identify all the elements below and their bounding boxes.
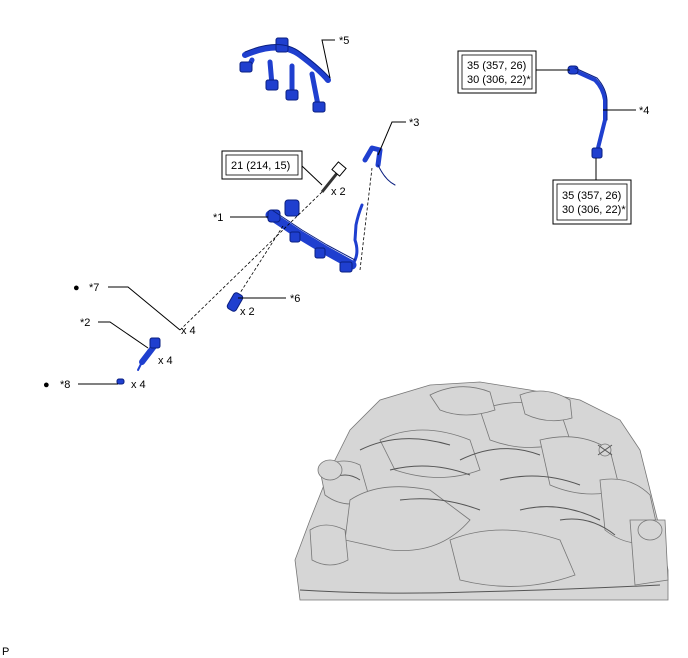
qty-injector: x 4: [158, 355, 173, 367]
callout-4: *4: [639, 105, 649, 117]
qty-insulator: x 2: [240, 306, 255, 318]
callout-3: *3: [409, 117, 419, 129]
qty-injector-ring: x 4: [181, 325, 196, 337]
callout-8: *8: [60, 379, 70, 391]
bullet-8: ●: [43, 379, 50, 391]
bullet-marks: ● ●: [43, 282, 80, 391]
quantity-labels: x 2 x 2 x 4 x 4 x 4: [131, 186, 346, 391]
wire-harness-part: [239, 37, 331, 113]
torque-box-pipe-bottom: 35 (357, 26) 30 (306, 22)*: [552, 179, 632, 225]
bullet-7: ●: [73, 282, 80, 294]
callout-5: *5: [339, 35, 349, 47]
fuel-pipe-part: [567, 65, 608, 159]
callout-labels: *5 *3 *4 *1 *6 *7 *2 *8: [60, 35, 649, 391]
insulator-part: [226, 292, 244, 312]
engine-illustration: [294, 381, 669, 601]
torque-value-bolt: 21 (214, 15): [231, 160, 290, 172]
torque-value-pipe-bottom-2: 30 (306, 22)*: [562, 204, 626, 216]
qty-o-ring: x 4: [131, 379, 146, 391]
leader-lines: [78, 39, 636, 385]
o-ring-part: [116, 378, 125, 385]
fuel-pipe-clamp-part: [362, 145, 396, 186]
callout-6: *6: [290, 293, 300, 305]
torque-value-pipe-top-1: 35 (357, 26): [467, 60, 526, 72]
torque-value-pipe-top-2: 30 (306, 22)*: [467, 74, 531, 86]
fuel-injector-part: [137, 337, 161, 371]
bolt-part: [320, 161, 347, 193]
torque-box-pipe-top: 35 (357, 26) 30 (306, 22)*: [457, 50, 537, 94]
callout-7: *7: [89, 282, 99, 294]
figure-code: P: [2, 646, 9, 658]
torque-box-bolt: 21 (214, 15): [221, 150, 303, 180]
qty-bolt: x 2: [331, 186, 346, 198]
callout-1: *1: [213, 212, 223, 224]
alignment-lines: [179, 167, 373, 331]
torque-value-pipe-bottom-1: 35 (357, 26): [562, 190, 621, 202]
callout-2: *2: [80, 317, 90, 329]
fuel-delivery-pipe-part: [265, 199, 364, 273]
